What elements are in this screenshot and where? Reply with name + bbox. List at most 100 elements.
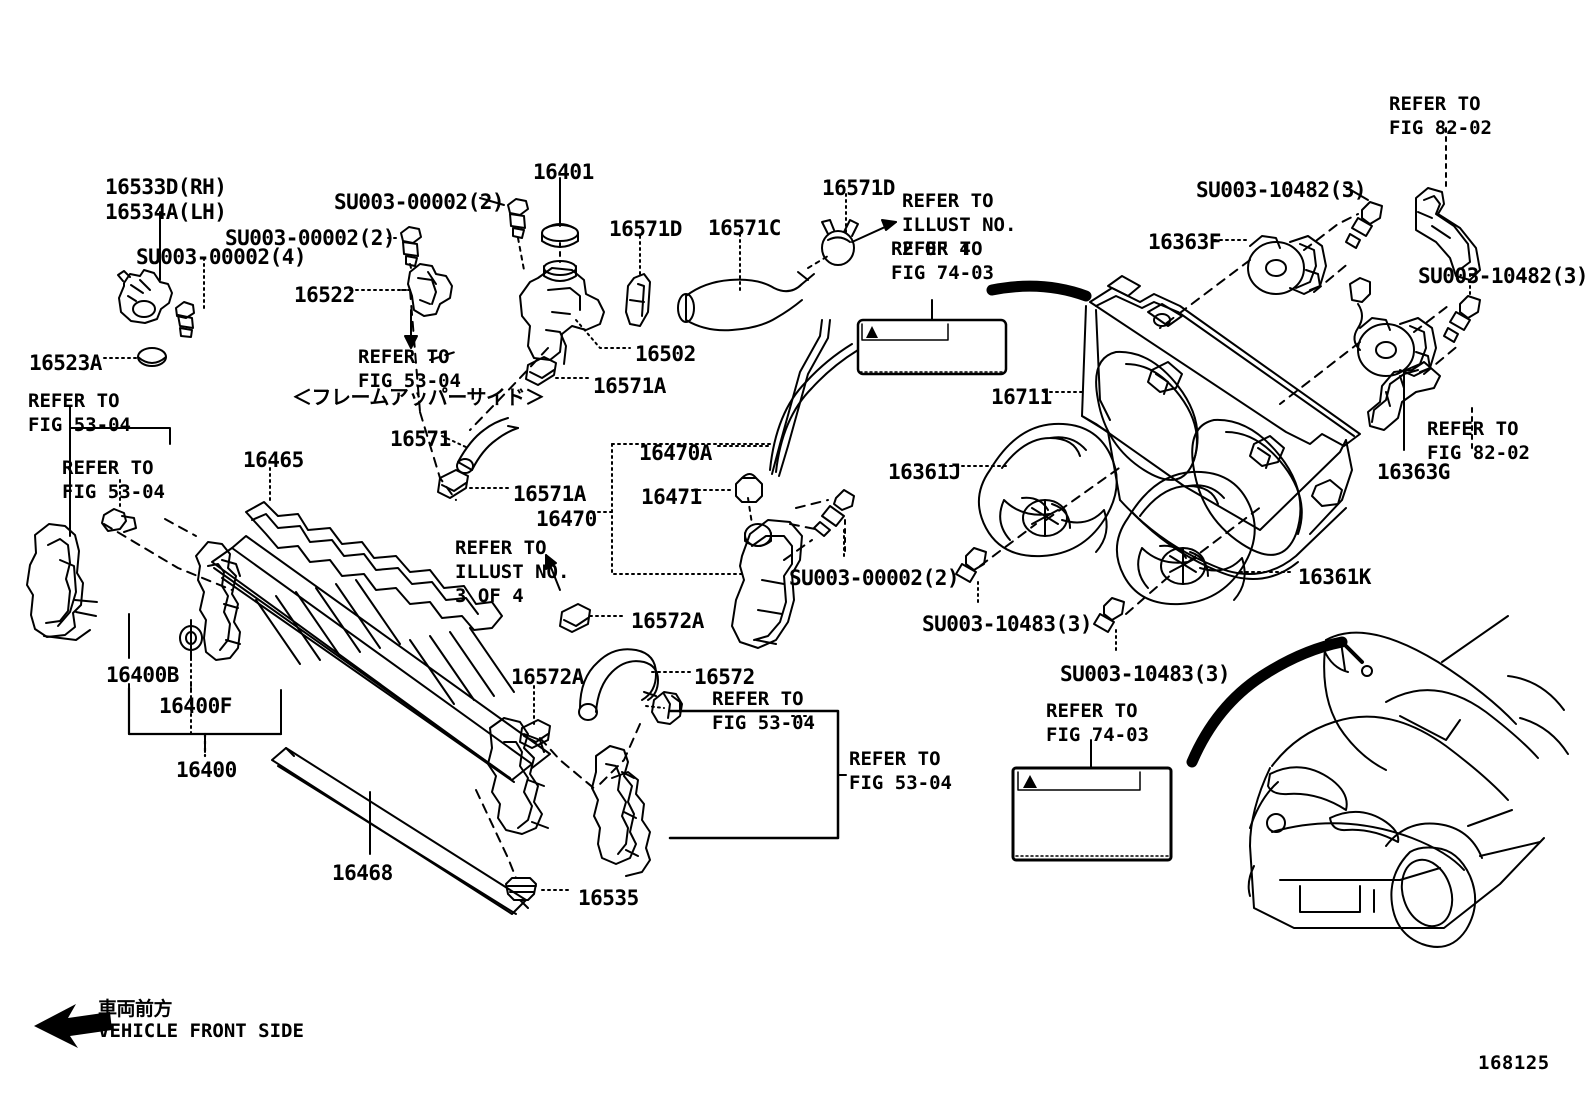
part-callout-16400: 16400	[176, 758, 237, 782]
part-callout-16363g: 16363G	[1377, 460, 1450, 484]
refer-note-r9-line-2: FIG 74-03	[1046, 724, 1149, 746]
refer-note-r8-line-1: REFER TO	[849, 748, 941, 770]
part-callout-16572a: 16572A	[631, 609, 704, 633]
part-callout-su003-00002-4: SU003-00002(4)	[136, 245, 307, 269]
part-16400b-clip	[101, 508, 137, 533]
refer-note-r3-line-1: REFER TO	[358, 346, 450, 368]
part-callout-16711: 16711	[991, 385, 1052, 409]
screw-su003-00002-2b	[813, 489, 855, 537]
part-lower-right-bracket	[611, 771, 651, 877]
part-16571-hose	[456, 417, 519, 474]
part-16711-fan-shroud	[1081, 275, 1361, 581]
part-16572-hose	[578, 648, 659, 721]
part-16533d-bracket	[117, 269, 173, 324]
part-left-side-support	[26, 523, 98, 641]
part-16400f-grommet	[179, 625, 203, 651]
refer-note-r2-line-1: REFER TO	[62, 457, 154, 479]
refer-note-r10-line-2: FIG 82-02	[1389, 117, 1492, 139]
part-harness-connector-a	[1415, 187, 1481, 281]
part-16522-bracket	[407, 263, 453, 317]
part-callout-16522: 16522	[294, 283, 355, 307]
front-marker-english: VEHICLE FRONT SIDE	[98, 1020, 304, 1042]
part-callout-16571a: 16571A	[513, 482, 586, 506]
refer-note-r4-line-1: REFER TO	[902, 190, 994, 212]
fig-74-03-box-a	[856, 318, 1008, 376]
part-16471-cap	[735, 473, 763, 503]
screw-su003-10482-a	[1345, 201, 1383, 249]
part-callout-16465: 16465	[243, 448, 304, 472]
refer-note-r11-line-2: FIG 82-02	[1427, 442, 1530, 464]
part-callout-su003-10482-3: SU003-10482(3)	[1196, 178, 1367, 202]
refer-note-r7-line-2: FIG 53-04	[712, 712, 815, 734]
part-callout-16572a: 16572A	[511, 665, 584, 689]
part-callout-16468: 16468	[332, 861, 393, 885]
part-16571d-clamp-a	[625, 273, 651, 327]
part-callout-16571c: 16571C	[708, 216, 781, 240]
refer-note-r5-line-1: REFER TO	[891, 238, 983, 260]
part-16572a-clip-b	[519, 719, 551, 749]
part-callout-16401: 16401	[533, 160, 594, 184]
part-16400-radiator	[195, 501, 551, 835]
part-callout-16533d-rh: 16533D(RH)	[105, 175, 227, 199]
screw-su003-00002-4a	[175, 301, 195, 338]
part-callout-16363f: 16363F	[1148, 230, 1221, 254]
figure-number: 168125	[1478, 1052, 1550, 1074]
refer-note-r6-line-1: REFER TO	[455, 537, 547, 559]
part-callout-16470: 16470	[536, 507, 597, 531]
screw-su003-10482-b	[1443, 295, 1481, 343]
part-callout-16571d: 16571D	[609, 217, 682, 241]
radiator-left-tank	[195, 541, 241, 661]
part-16468-lower-rail	[271, 747, 529, 915]
part-callout-16471: 16471	[641, 485, 702, 509]
part-16572-bushing	[651, 691, 683, 725]
part-callout-16400f: 16400F	[159, 694, 232, 718]
part-callout-16400b: 16400B	[106, 663, 179, 687]
refer-note-r4-line-3: 2 OF 4	[902, 238, 971, 260]
part-callout-16572: 16572	[694, 665, 755, 689]
vehicle-illustration	[1247, 615, 1569, 948]
refer-note-r4-line-2: ILLUST NO.	[902, 214, 1017, 236]
part-callout-su003-10483-3: SU003-10483(3)	[922, 612, 1093, 636]
refer-note-r10-line-1: REFER TO	[1389, 93, 1481, 115]
part-callout-su003-00002-2: SU003-00002(2)	[789, 566, 960, 590]
part-16535-drain-plug	[505, 877, 537, 901]
part-callout-16470a: 16470A	[639, 441, 712, 465]
part-16470-reservoir	[731, 519, 803, 649]
part-16361j-fan	[977, 422, 1118, 558]
part-lower-center-bracket	[591, 745, 639, 865]
refer-note-r1-line-1: REFER TO	[28, 390, 120, 412]
part-callout-16571d: 16571D	[822, 176, 895, 200]
refer-note-r7-line-1: REFER TO	[712, 688, 804, 710]
part-16571c-hose	[677, 271, 815, 332]
refer-note-r1-line-2: FIG 53-04	[28, 414, 131, 436]
refer-note-r11-line-1: REFER TO	[1427, 418, 1519, 440]
part-callout-su003-10482-3: SU003-10482(3)	[1418, 264, 1589, 288]
screw-su003-10483-b	[1093, 597, 1125, 633]
note-frame-upper-side: ＜フレームアッパーサイド＞	[292, 385, 545, 409]
part-16502-water-outlet	[519, 260, 605, 365]
refer-note-r9-line-1: REFER TO	[1046, 700, 1138, 722]
part-callout-16571a: 16571A	[593, 374, 666, 398]
front-marker-japanese: 車両前方	[98, 998, 173, 1020]
part-callout-su003-10483-3: SU003-10483(3)	[1060, 662, 1231, 686]
part-callout-16534a-lh: 16534A(LH)	[105, 200, 227, 224]
part-16523a-grommet	[137, 347, 167, 367]
part-16361k-fan	[1115, 470, 1256, 606]
screw-su003-00002-2a	[507, 198, 529, 239]
refer-note-r6-line-2: ILLUST NO.	[455, 561, 570, 583]
part-16363g-motor	[1357, 317, 1437, 377]
refer-note-r3-line-2: FIG 53-04	[358, 370, 461, 392]
part-callout-su003-00002-2: SU003-00002(2)	[225, 226, 396, 250]
part-16571a-clip-b	[437, 469, 469, 499]
part-callout-16361k: 16361K	[1298, 565, 1371, 589]
part-callout-16361j: 16361J	[888, 460, 961, 484]
part-callout-16571: 16571	[390, 427, 451, 451]
part-callout-16502: 16502	[635, 342, 696, 366]
part-16571a-clip-a	[525, 356, 557, 386]
part-shroud-connector	[1349, 277, 1371, 351]
fig-74-03-box-b	[1011, 766, 1173, 862]
part-callout-su003-00002-2: SU003-00002(2)	[334, 190, 505, 214]
part-callout-16535: 16535	[578, 886, 639, 910]
